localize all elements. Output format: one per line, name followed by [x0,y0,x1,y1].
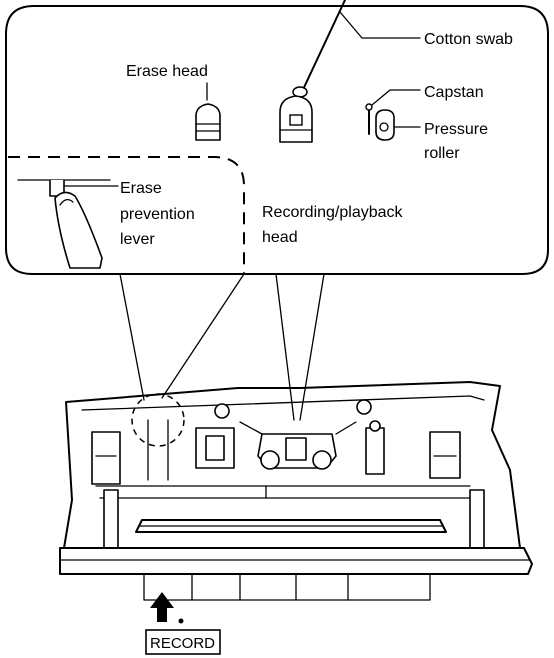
label-pressure-roller-2: roller [424,145,460,162]
label-cotton-swab: Cotton swab [424,31,513,48]
label-pressure-roller-1: Pressure [424,121,488,138]
capstan-illustration [365,89,421,135]
label-erase-prevention-3: lever [120,231,155,248]
up-arrow-icon [150,592,174,622]
recording-playback-head-illustration [279,95,313,143]
label-erase-prevention-1: Erase [120,180,162,197]
magnified-callout [5,5,549,275]
cotton-swab-illustration [292,0,421,98]
pressure-roller-illustration [375,109,421,141]
label-erase-prevention-2: prevention [120,206,195,223]
erase-prevention-lever-illustration [17,179,119,269]
cassette-deck-illustration [59,381,533,601]
label-capstan: Capstan [424,84,484,101]
callout-leaders [119,273,325,421]
erase-head-illustration [195,82,221,141]
label-rec-head-2: head [262,229,298,246]
label-erase-head: Erase head [126,63,208,80]
label-rec-head-1: Recording/playback [262,204,404,221]
record-indicator [145,592,221,655]
label-record: RECORD [150,635,215,652]
